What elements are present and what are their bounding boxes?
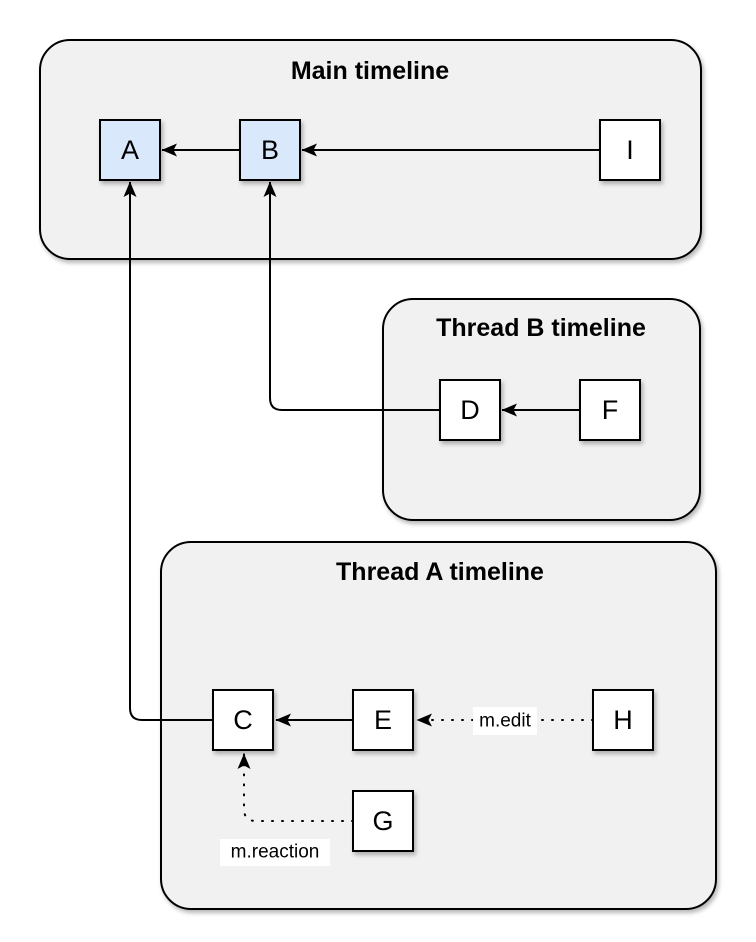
container-thread-a-timeline-title: Thread A timeline	[336, 558, 544, 586]
node-f-box	[579, 379, 641, 441]
edge-label-m-edit-bg	[473, 707, 537, 735]
node-i-box	[599, 119, 661, 181]
node-e: E	[352, 689, 414, 751]
container-thread-b-timeline-title: Thread B timeline	[436, 314, 646, 342]
edge-label-m-reaction: m.reaction	[220, 839, 330, 866]
node-b-box	[239, 119, 301, 181]
edge-d-to-b	[263, 181, 440, 411]
edge-c-to-a	[123, 181, 213, 721]
edge-label-m-edit-text: m.edit	[479, 711, 531, 732]
node-b: B	[239, 119, 301, 181]
node-f: F	[579, 379, 641, 441]
node-d-label: D	[460, 395, 480, 425]
edge-label-m-reaction-text: m.reaction	[231, 842, 320, 863]
container-main-timeline-title: Main timeline	[291, 57, 449, 85]
node-a-label: A	[121, 135, 139, 165]
node-e-box	[352, 689, 414, 751]
node-g-label: G	[372, 806, 393, 836]
node-h: H	[592, 689, 654, 751]
node-g: G	[352, 790, 414, 852]
node-f-label: F	[602, 395, 619, 425]
node-a: A	[99, 119, 161, 181]
node-c-label: C	[233, 705, 253, 735]
node-g-box	[352, 790, 414, 852]
node-d: D	[439, 379, 501, 441]
node-b-label: B	[261, 135, 279, 165]
node-h-label: H	[613, 705, 633, 735]
edge-label-m-reaction-bg	[220, 839, 330, 866]
node-d-box	[439, 379, 501, 441]
node-e-label: E	[374, 705, 392, 735]
node-h-box	[592, 689, 654, 751]
container-thread-a-timeline: Thread A timeline	[160, 541, 717, 910]
edge-label-m-edit: m.edit	[473, 707, 537, 735]
node-i: I	[599, 119, 661, 181]
container-thread-a-timeline-box	[160, 541, 717, 910]
node-a-box	[99, 119, 161, 181]
node-i-label: I	[626, 135, 634, 165]
node-c-box	[212, 689, 274, 751]
node-c: C	[212, 689, 274, 751]
